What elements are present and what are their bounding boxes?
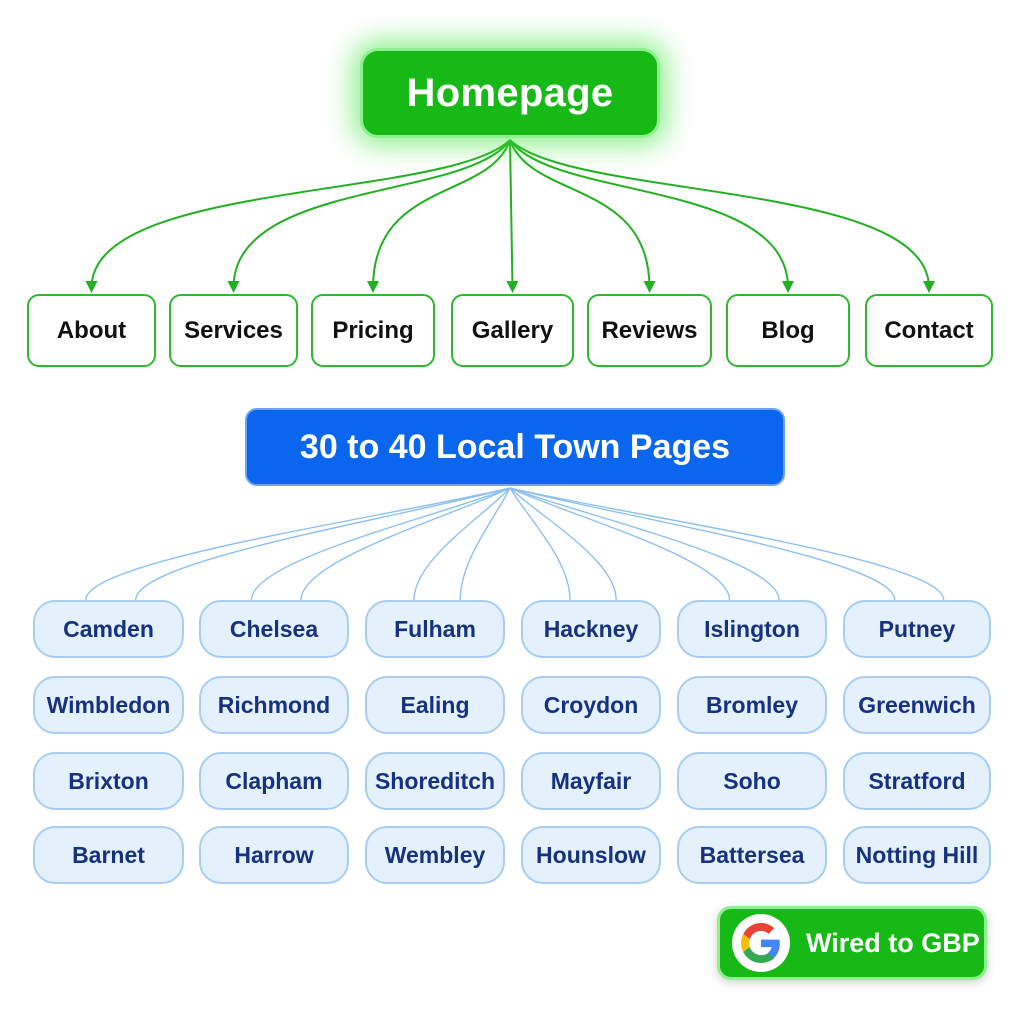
town-page-shoreditch[interactable]: Shoreditch: [365, 752, 505, 810]
town-page-ealing[interactable]: Ealing: [365, 676, 505, 734]
town-link-line: [509, 487, 617, 601]
town-page-harrow[interactable]: Harrow: [199, 826, 349, 884]
homepage-node[interactable]: Homepage: [360, 48, 660, 138]
town-pages-header[interactable]: 30 to 40 Local Town Pages: [245, 408, 785, 486]
town-link-line: [250, 487, 511, 601]
town-page-camden[interactable]: Camden: [33, 600, 184, 658]
town-page-soho[interactable]: Soho: [677, 752, 827, 810]
town-page-putney[interactable]: Putney: [843, 600, 991, 658]
town-link-line: [509, 487, 571, 601]
town-page-islington[interactable]: Islington: [677, 600, 827, 658]
nav-page-pricing[interactable]: Pricing: [311, 294, 435, 367]
homepage-link-arrow: [509, 139, 794, 293]
town-page-wimbledon[interactable]: Wimbledon: [33, 676, 184, 734]
town-link-line: [509, 487, 731, 601]
town-page-battersea[interactable]: Battersea: [677, 826, 827, 884]
nav-page-contact[interactable]: Contact: [865, 294, 993, 367]
town-page-greenwich[interactable]: Greenwich: [843, 676, 991, 734]
homepage-link-arrow: [509, 139, 656, 293]
town-link-line: [300, 487, 511, 601]
town-page-barnet[interactable]: Barnet: [33, 826, 184, 884]
homepage-link-arrow: [509, 139, 935, 293]
town-link-line: [85, 487, 511, 601]
homepage-link-arrow: [85, 139, 511, 293]
nav-page-reviews[interactable]: Reviews: [587, 294, 712, 367]
town-page-clapham[interactable]: Clapham: [199, 752, 349, 810]
town-page-hackney[interactable]: Hackney: [521, 600, 661, 658]
town-page-chelsea[interactable]: Chelsea: [199, 600, 349, 658]
town-page-stratford[interactable]: Stratford: [843, 752, 991, 810]
town-link-line: [509, 487, 896, 601]
town-page-hounslow[interactable]: Hounslow: [521, 826, 661, 884]
town-link-line: [509, 487, 780, 601]
nav-page-blog[interactable]: Blog: [726, 294, 850, 367]
homepage-link-arrow: [506, 139, 519, 293]
town-page-mayfair[interactable]: Mayfair: [521, 752, 661, 810]
gbp-badge[interactable]: Wired to GBP: [717, 906, 987, 980]
homepage-link-arrow: [227, 139, 511, 293]
homepage-link-arrow: [367, 139, 511, 293]
nav-page-services[interactable]: Services: [169, 294, 298, 367]
town-link-line: [413, 487, 511, 601]
nav-page-gallery[interactable]: Gallery: [451, 294, 574, 367]
town-page-notting-hill[interactable]: Notting Hill: [843, 826, 991, 884]
town-page-croydon[interactable]: Croydon: [521, 676, 661, 734]
town-link-line: [134, 487, 511, 601]
google-g-icon: [732, 914, 790, 972]
town-link-line: [509, 487, 945, 601]
town-page-bromley[interactable]: Bromley: [677, 676, 827, 734]
town-page-fulham[interactable]: Fulham: [365, 600, 505, 658]
town-page-richmond[interactable]: Richmond: [199, 676, 349, 734]
town-page-brixton[interactable]: Brixton: [33, 752, 184, 810]
town-link-line: [459, 487, 511, 601]
nav-page-about[interactable]: About: [27, 294, 156, 367]
town-page-wembley[interactable]: Wembley: [365, 826, 505, 884]
gbp-badge-label: Wired to GBP: [806, 927, 980, 958]
